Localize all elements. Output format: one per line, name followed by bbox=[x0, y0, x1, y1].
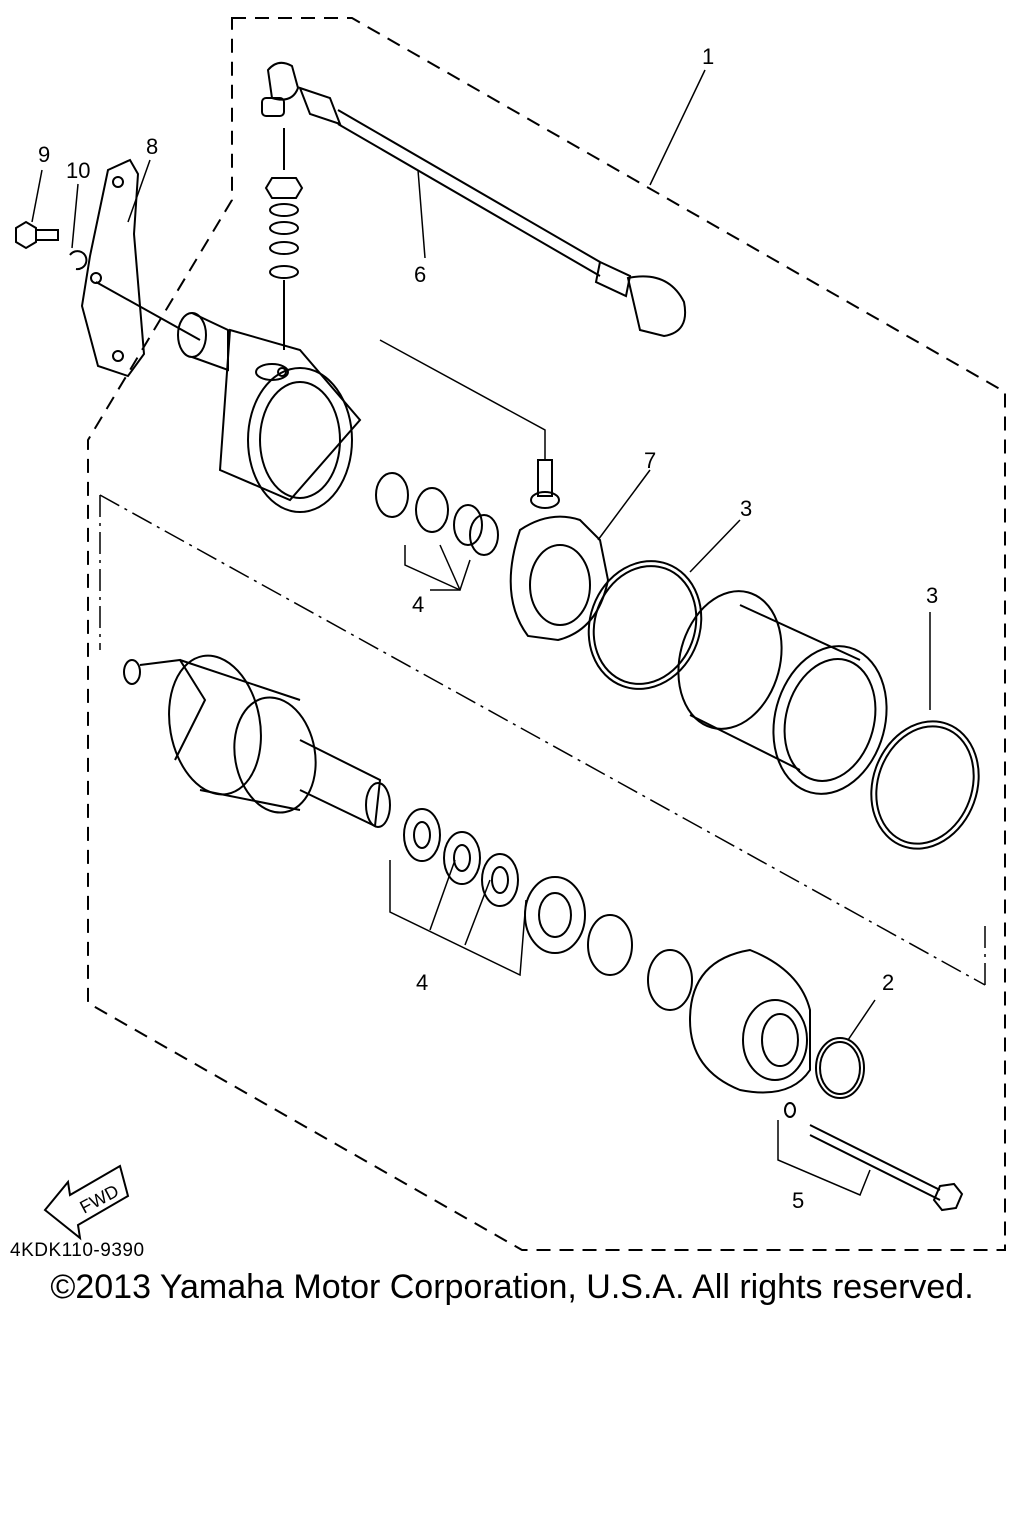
drawing-code: 4KDK110-9390 bbox=[10, 1240, 145, 1261]
o-ring-3a-inner bbox=[577, 552, 712, 699]
armature bbox=[124, 648, 390, 827]
o-ring-2 bbox=[816, 1038, 864, 1098]
assembly-boundary bbox=[88, 18, 1005, 1250]
center-lines bbox=[100, 495, 985, 985]
fwd-arrow-icon bbox=[45, 1166, 128, 1238]
bolt-9 bbox=[16, 222, 58, 248]
leader-lines bbox=[32, 70, 930, 1195]
o-ring-3b bbox=[854, 706, 996, 864]
yoke bbox=[664, 579, 903, 806]
front-cover bbox=[178, 313, 360, 512]
brush-assembly bbox=[376, 340, 559, 555]
callout-2: 2 bbox=[882, 970, 895, 995]
bracket bbox=[82, 160, 200, 376]
nut-washer-stack bbox=[266, 128, 302, 350]
callout-1: 1 bbox=[702, 44, 715, 69]
washer-10 bbox=[70, 251, 86, 269]
lead-wire bbox=[262, 63, 685, 336]
callout-3a: 3 bbox=[740, 496, 753, 521]
callout-4b: 4 bbox=[416, 970, 429, 995]
copyright-notice: ©2013 Yamaha Motor Corporation, U.S.A. A… bbox=[50, 1268, 974, 1306]
callout-4a: 4 bbox=[412, 592, 425, 617]
o-ring-3a bbox=[571, 545, 719, 705]
through-bolt bbox=[785, 1103, 962, 1210]
rear-cover bbox=[690, 950, 810, 1093]
callout-5: 5 bbox=[792, 1188, 805, 1213]
shims-and-bearings bbox=[404, 809, 692, 1010]
callout-8: 8 bbox=[146, 134, 159, 159]
o-ring-2-inner bbox=[820, 1042, 860, 1094]
brush-plate bbox=[511, 517, 608, 640]
callout-3b: 3 bbox=[926, 583, 939, 608]
exploded-parts-diagram: FWD bbox=[0, 0, 1024, 1280]
o-ring-3b-inner bbox=[860, 713, 989, 858]
callout-6: 6 bbox=[414, 262, 427, 287]
callout-7: 7 bbox=[644, 448, 657, 473]
callout-9: 9 bbox=[38, 142, 51, 167]
callout-10: 10 bbox=[66, 158, 91, 183]
